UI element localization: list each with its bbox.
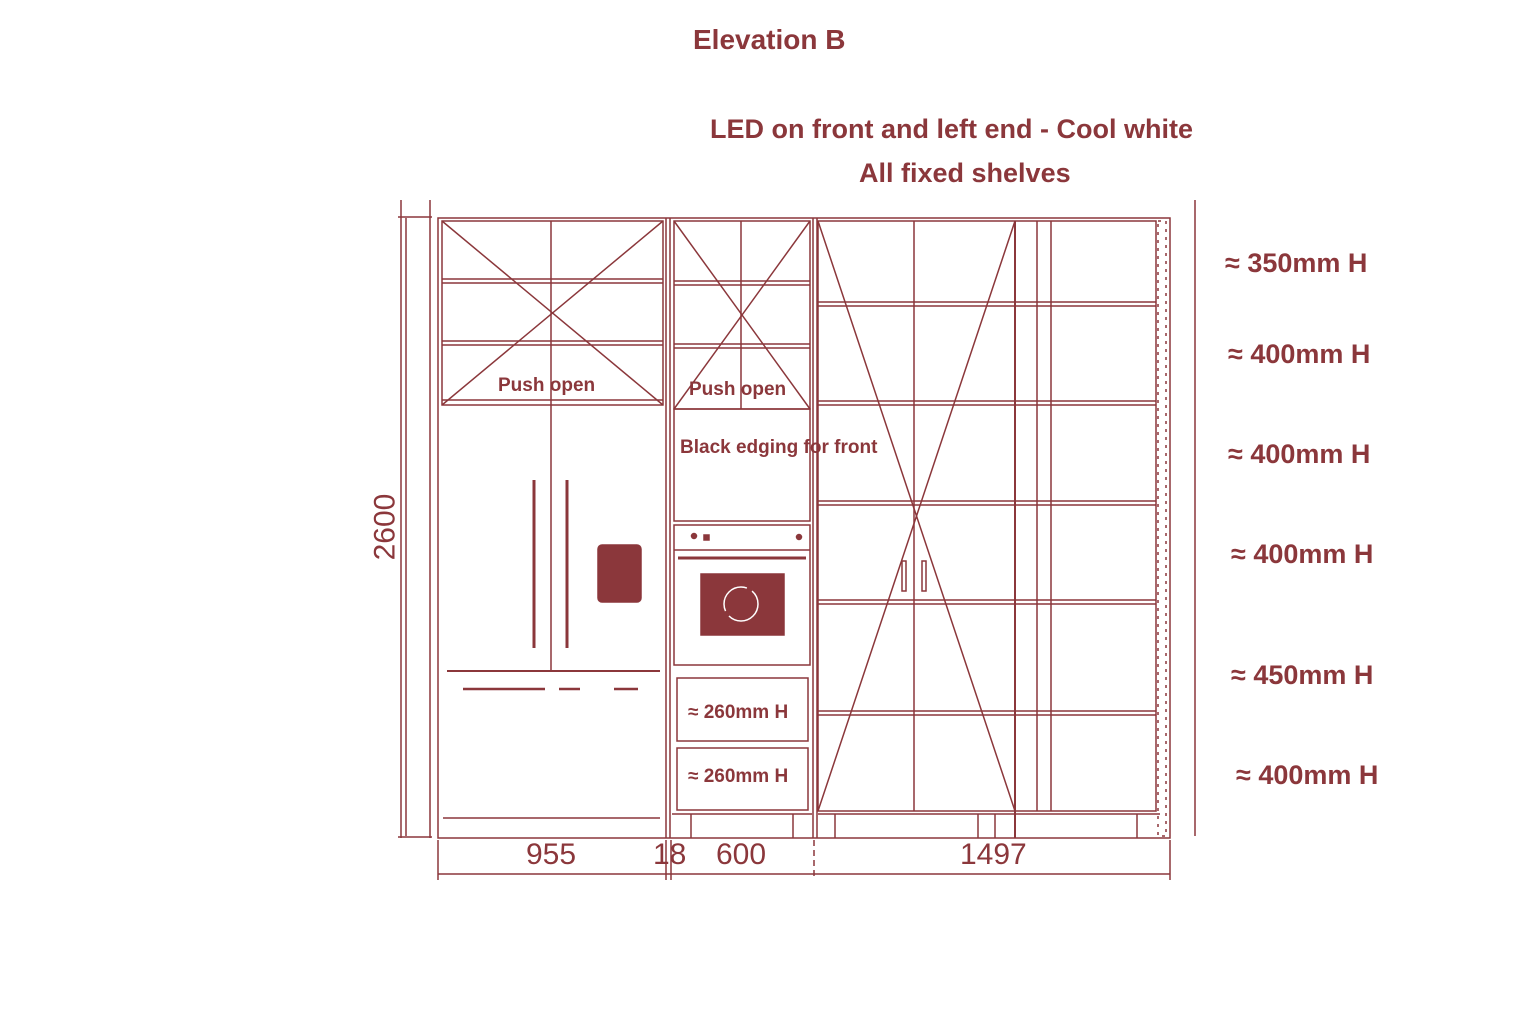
black-edging-label: Black edging for front (680, 437, 878, 458)
water-dispenser-icon (597, 544, 642, 603)
led-note: LED on front and left end - Cool white (710, 114, 1193, 144)
width-left-dimension: 955 (526, 838, 577, 871)
shelf-height-2: ≈ 400mm H (1228, 339, 1371, 369)
drawer-label-2: ≈ 260mm H (688, 766, 789, 787)
shelf-height-4: ≈ 400mm H (1231, 539, 1374, 569)
oven-window-icon (700, 573, 785, 636)
height-dimension-line (398, 200, 432, 838)
push-open-label-left: Push open (498, 375, 596, 396)
led-strip (1157, 220, 1167, 837)
drawer-label-1: ≈ 260mm H (688, 702, 789, 723)
pantry-bay (817, 220, 1167, 838)
gap-dimension: 18 (653, 838, 687, 871)
fridge-bay (441, 218, 671, 838)
page-title: Elevation B (693, 24, 846, 55)
width-dimension-line (437, 840, 1171, 880)
shelf-height-1: ≈ 350mm H (1225, 248, 1368, 278)
push-open-label-middle: Push open (689, 379, 787, 400)
width-middle-dimension: 600 (716, 838, 767, 871)
height-dimension: 2600 (368, 493, 402, 561)
shelf-height-3: ≈ 400mm H (1228, 439, 1371, 469)
shelves-note: All fixed shelves (859, 158, 1071, 188)
shelf-height-6: ≈ 400mm H (1236, 760, 1379, 790)
shelf-height-5: ≈ 450mm H (1231, 660, 1374, 690)
cabinet-outline (437, 217, 1171, 839)
oven-tower (672, 218, 818, 838)
width-right-dimension: 1497 (960, 838, 1027, 871)
